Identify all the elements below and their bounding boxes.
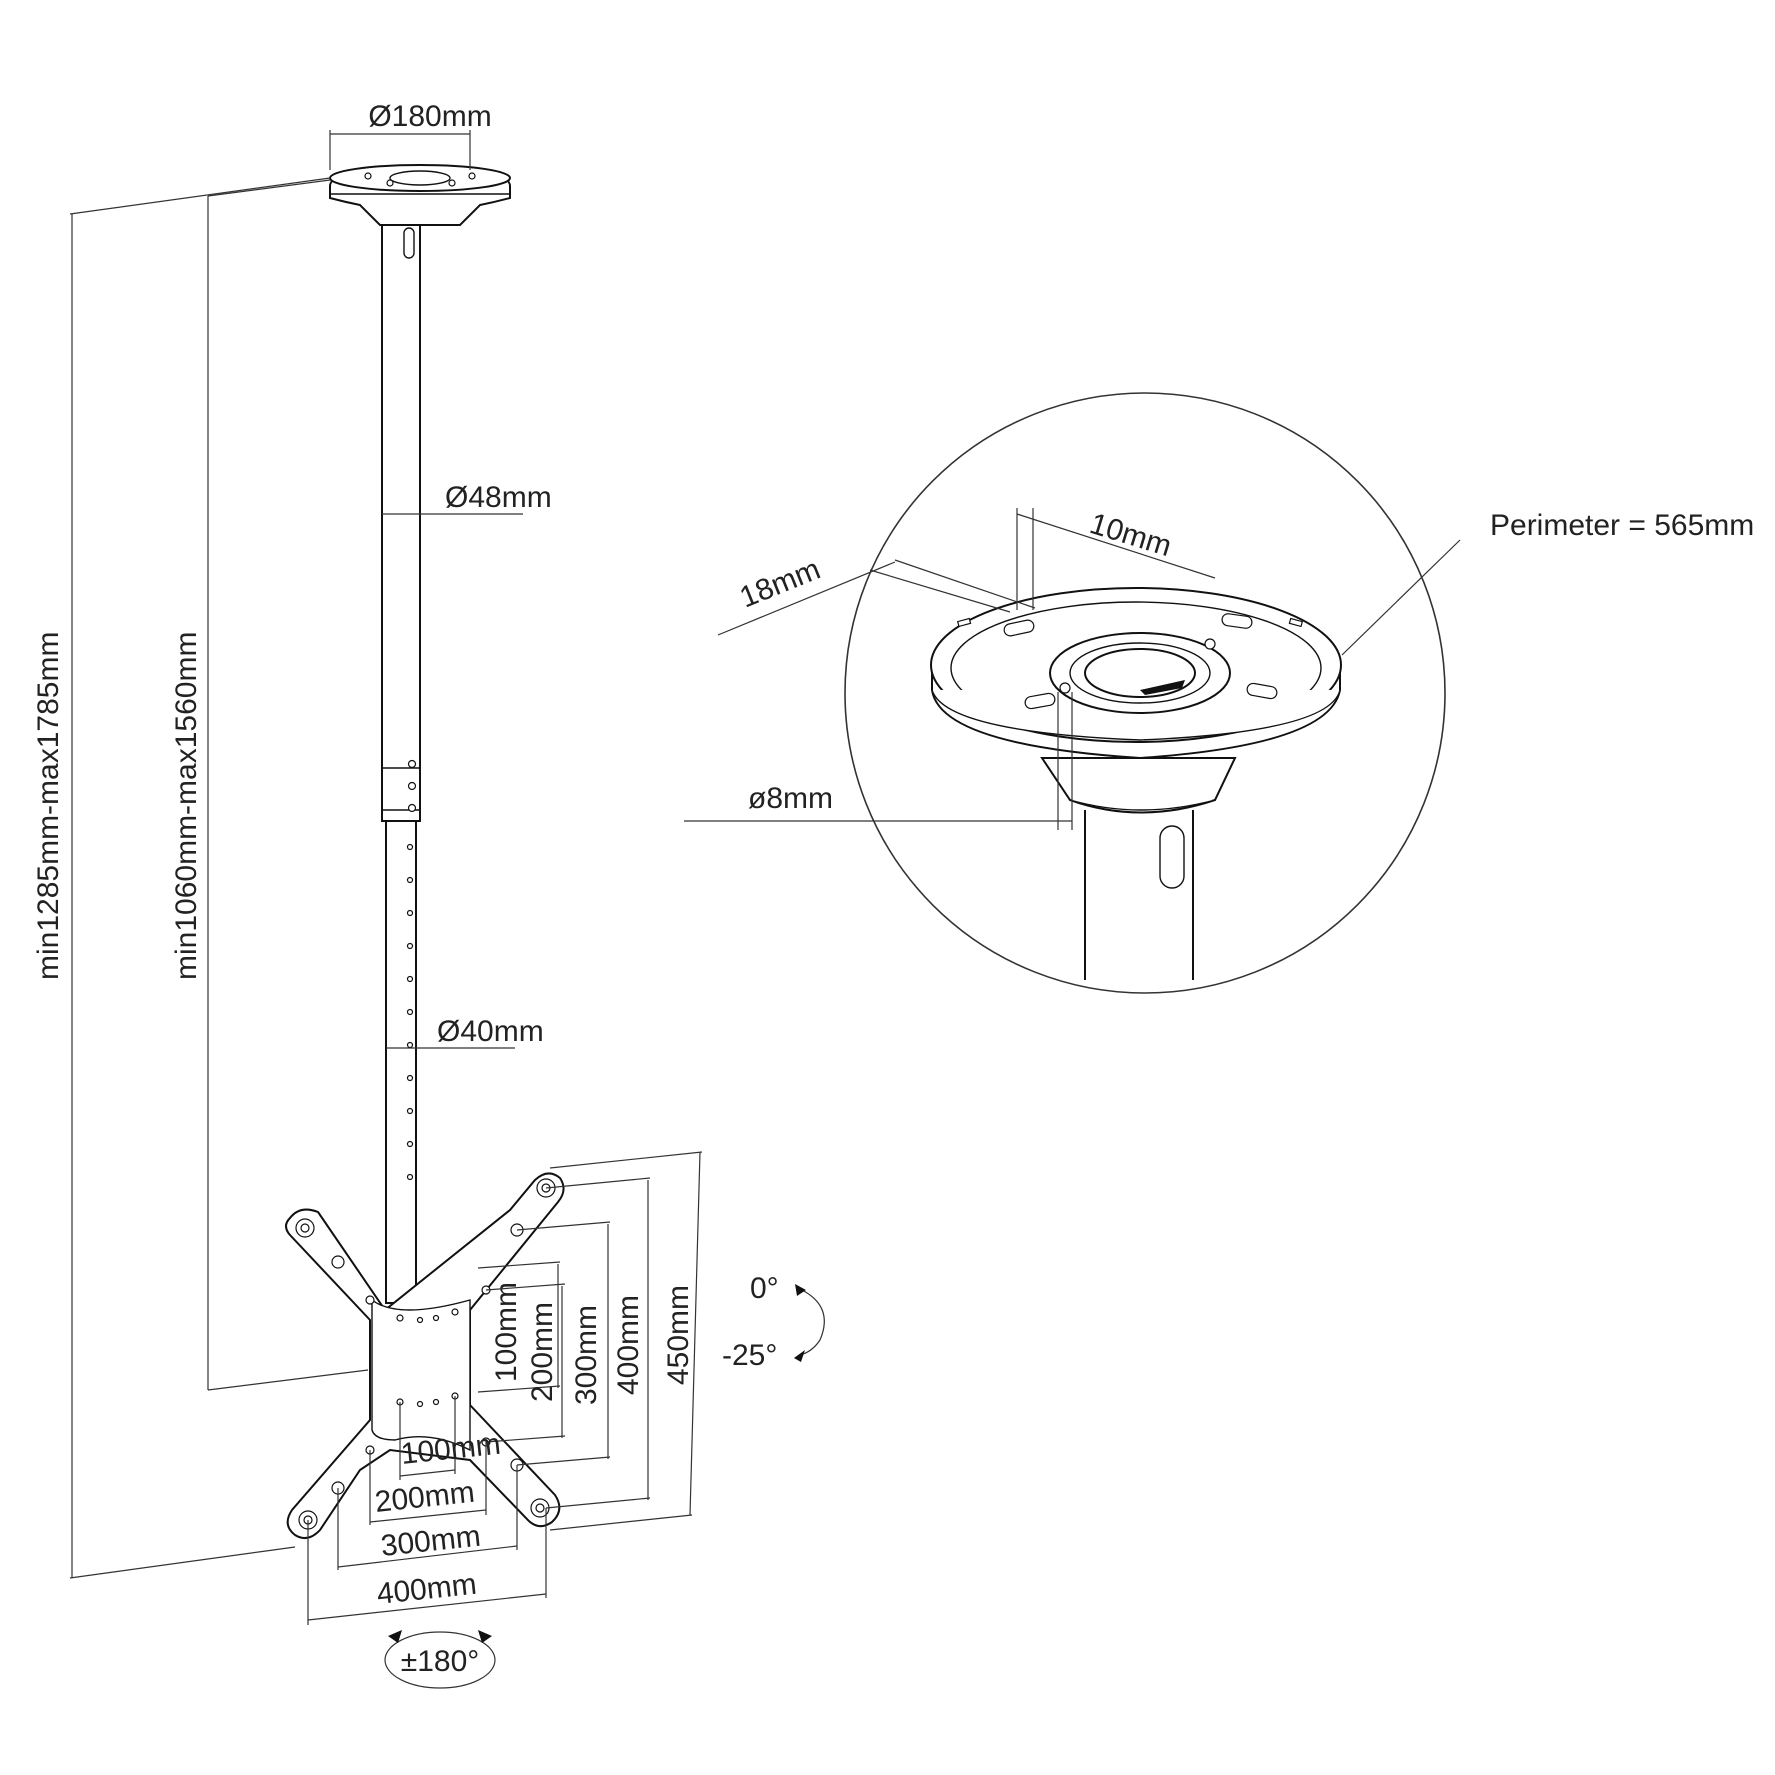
upper-tube [381, 224, 421, 822]
upper-tube-diameter-dimension: Ø48mm [382, 481, 552, 515]
arrow-up-icon [795, 1284, 806, 1296]
rotate-right-arrow-icon [478, 1630, 492, 1643]
adjustment-holes [406, 843, 414, 1181]
rotation-indicator: ±180° [384, 1630, 496, 1689]
perimeter-callout: Perimeter = 565mm [1341, 509, 1754, 656]
vesa-horizontal-dimensions: 100mm 200mm 300mm 400mm [307, 1396, 547, 1625]
total-height-label: min1285mm-max1785mm [32, 632, 65, 980]
vesa-v450-label: 450mm [662, 1285, 695, 1385]
vesa-v300-label: 300mm [570, 1305, 603, 1405]
vesa-h400-label: 400mm [375, 1568, 478, 1611]
perimeter-label: Perimeter = 565mm [1490, 509, 1754, 542]
pole-height-label: min1060mm-max1560mm [170, 632, 203, 980]
vesa-v400-label: 400mm [612, 1295, 645, 1395]
vesa-h300-label: 300mm [379, 1520, 482, 1563]
tilt-max-label: 0° [750, 1272, 779, 1305]
ceiling-plate-detail-view: 10mm 18mm ø8mm Perimeter = 565mm [684, 392, 1754, 994]
lower-tube [385, 820, 417, 1304]
slot-length-label: 10mm [1086, 507, 1175, 563]
lower-tube-diameter-label: Ø40mm [437, 1015, 544, 1048]
upper-tube-diameter-label: Ø48mm [445, 481, 552, 514]
tilt-indicator: 0° -25° [722, 1272, 825, 1372]
pole-height-dimension: min1060mm-max1560mm [170, 179, 369, 1391]
tilt-min-label: -25° [722, 1339, 777, 1372]
plate-diameter-dimension: Ø180mm [329, 100, 492, 170]
total-height-dimension: min1285mm-max1785mm [32, 177, 331, 1579]
slot-spacing-label: 18mm [735, 553, 825, 615]
mounting-slots [956, 613, 1304, 710]
vesa-vertical-dimensions: 100mm 200mm 300mm 400mm 450mm [477, 1151, 703, 1531]
full-mount-view: Ø180mm Ø48mm Ø40mm min1285mm-max1785mm m… [32, 100, 825, 1689]
hole-diameter-label: ø8mm [748, 782, 833, 815]
rotation-label: ±180° [401, 1645, 480, 1678]
arrow-down-icon [794, 1350, 805, 1362]
lower-tube-diameter-dimension: Ø40mm [386, 1015, 544, 1049]
rotate-left-arrow-icon [388, 1630, 402, 1643]
plate-diameter-label: Ø180mm [368, 100, 491, 133]
vesa-v200-label: 200mm [526, 1302, 559, 1402]
ceiling-plate [329, 164, 511, 226]
vesa-bracket [285, 1172, 565, 1540]
vesa-v100-label: 100mm [490, 1282, 523, 1382]
hole-diameter-dimension: ø8mm [684, 692, 1073, 830]
